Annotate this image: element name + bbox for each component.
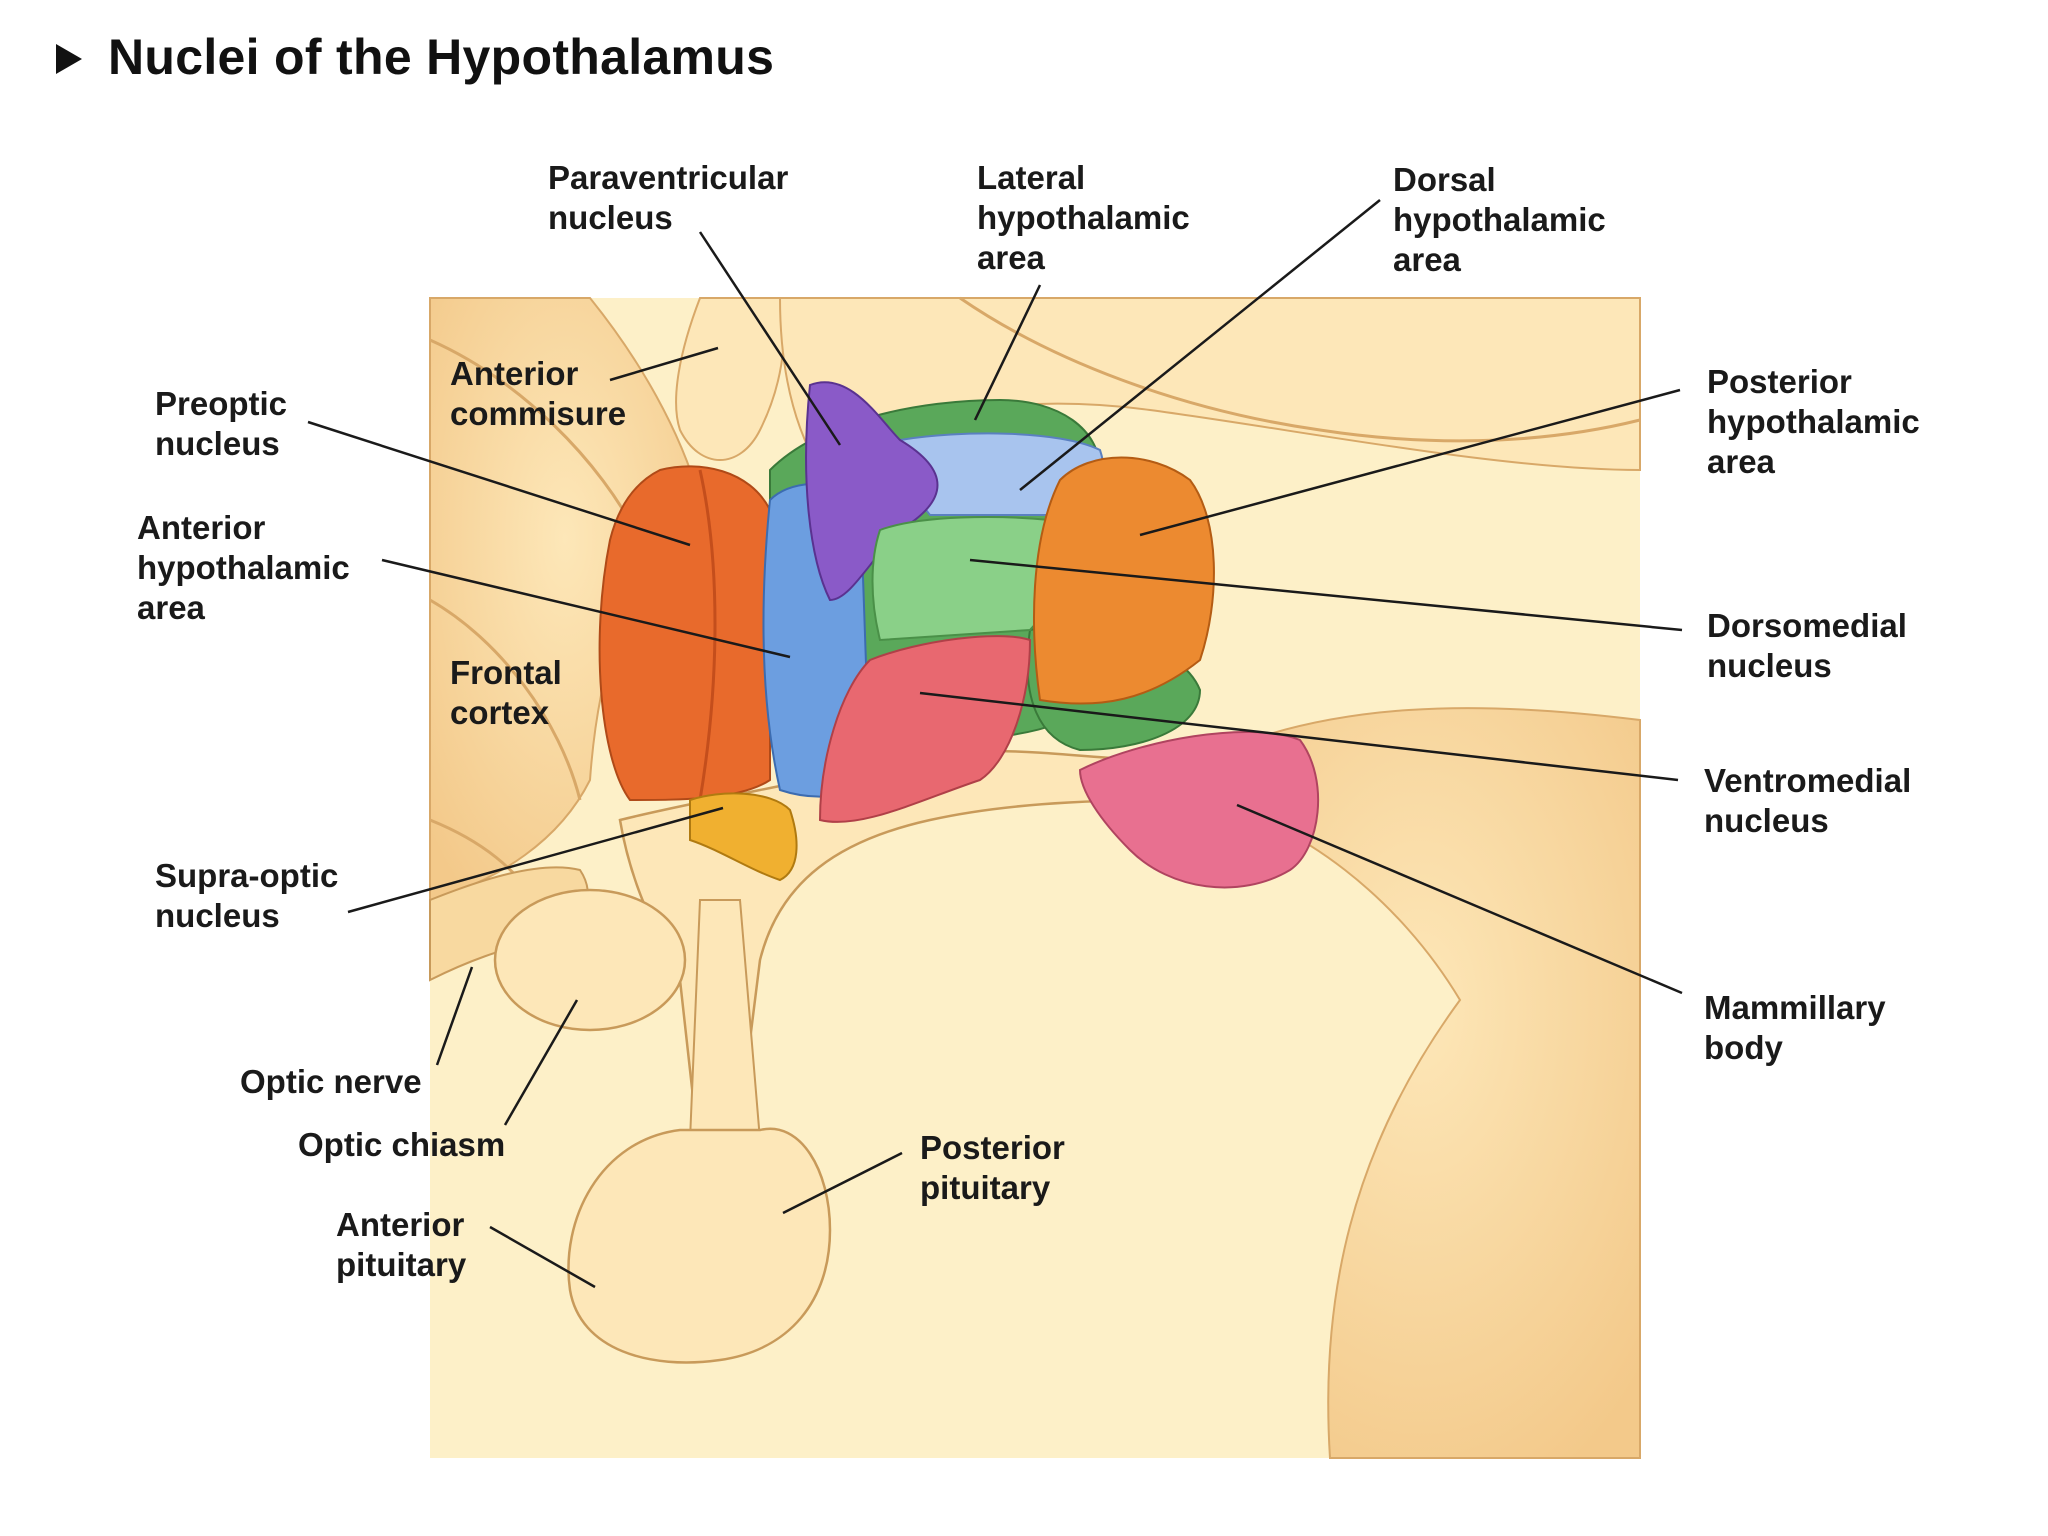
page-title: Nuclei of the Hypothalamus — [108, 29, 775, 85]
title-bullet-icon — [56, 44, 82, 74]
leader-posterior-pituitary — [782, 1151, 903, 1215]
mammillary-body-shape — [1078, 731, 1320, 889]
label-supra-optic-nucleus: Supra-optic nucleus — [155, 857, 339, 934]
brainstem-region — [1199, 707, 1641, 1459]
leader-optic-chiasm — [503, 999, 579, 1126]
label-optic-chiasm: Optic chiasm — [298, 1126, 506, 1163]
preoptic-nucleus-stripe — [698, 469, 717, 801]
leader-supra-optic — [347, 806, 724, 914]
label-posterior-hypothalamic-area: Posterior hypothalamic area — [1707, 363, 1920, 480]
leader-lateral-area — [973, 284, 1042, 421]
leader-mammillary — [1236, 803, 1683, 995]
label-anterior-commisure: Anterior commisure — [450, 355, 627, 432]
leader-ventromedial — [919, 691, 1679, 782]
thalamus-region — [778, 297, 1641, 472]
ventromedial-nucleus-shape — [818, 635, 1032, 823]
thalamus-fold — [959, 296, 1641, 443]
label-dorsal-hypothalamic-area: Dorsal hypothalamic area — [1393, 161, 1606, 278]
supra-optic-nucleus-shape — [689, 792, 798, 882]
optic-chiasm-shape — [493, 888, 687, 1032]
label-posterior-pituitary: Posterior pituitary — [920, 1129, 1065, 1206]
label-paraventricular-nucleus: Paraventricular nucleus — [548, 159, 789, 236]
leader-anterior-area — [381, 558, 791, 659]
leader-preoptic — [307, 420, 691, 547]
leader-dorsomedial — [969, 558, 1683, 632]
frontal-cortex-fold — [429, 598, 582, 801]
label-mammillary-body: Mammillary body — [1704, 989, 1886, 1066]
pituitary-gland — [567, 1127, 832, 1364]
label-anterior-hypothalamic-area: Anterior hypothalamic area — [137, 509, 350, 626]
leader-paraventricular — [698, 231, 842, 446]
dorsomedial-nucleus-shape — [871, 516, 1055, 642]
leader-optic-nerve — [435, 966, 474, 1066]
label-frontal-cortex: Frontal cortex — [450, 654, 562, 731]
leader-anterior-pituitary — [489, 1225, 596, 1289]
leader-anterior-commisure — [609, 346, 719, 382]
label-anterior-pituitary: Anterior pituitary — [336, 1206, 467, 1283]
posterior-hypothalamic-area-shape — [1033, 456, 1215, 705]
label-preoptic-nucleus: Preoptic nucleus — [155, 385, 288, 462]
label-dorsomedial-nucleus: Dorsomedial nucleus — [1707, 607, 1907, 684]
label-lateral-hypothalamic-area: Lateral hypothalamic area — [977, 159, 1190, 276]
label-optic-nerve: Optic nerve — [240, 1063, 422, 1100]
leader-posterior-area — [1139, 388, 1681, 537]
label-ventromedial-nucleus: Ventromedial nucleus — [1704, 762, 1912, 839]
leader-dorsal-area — [1019, 199, 1381, 491]
